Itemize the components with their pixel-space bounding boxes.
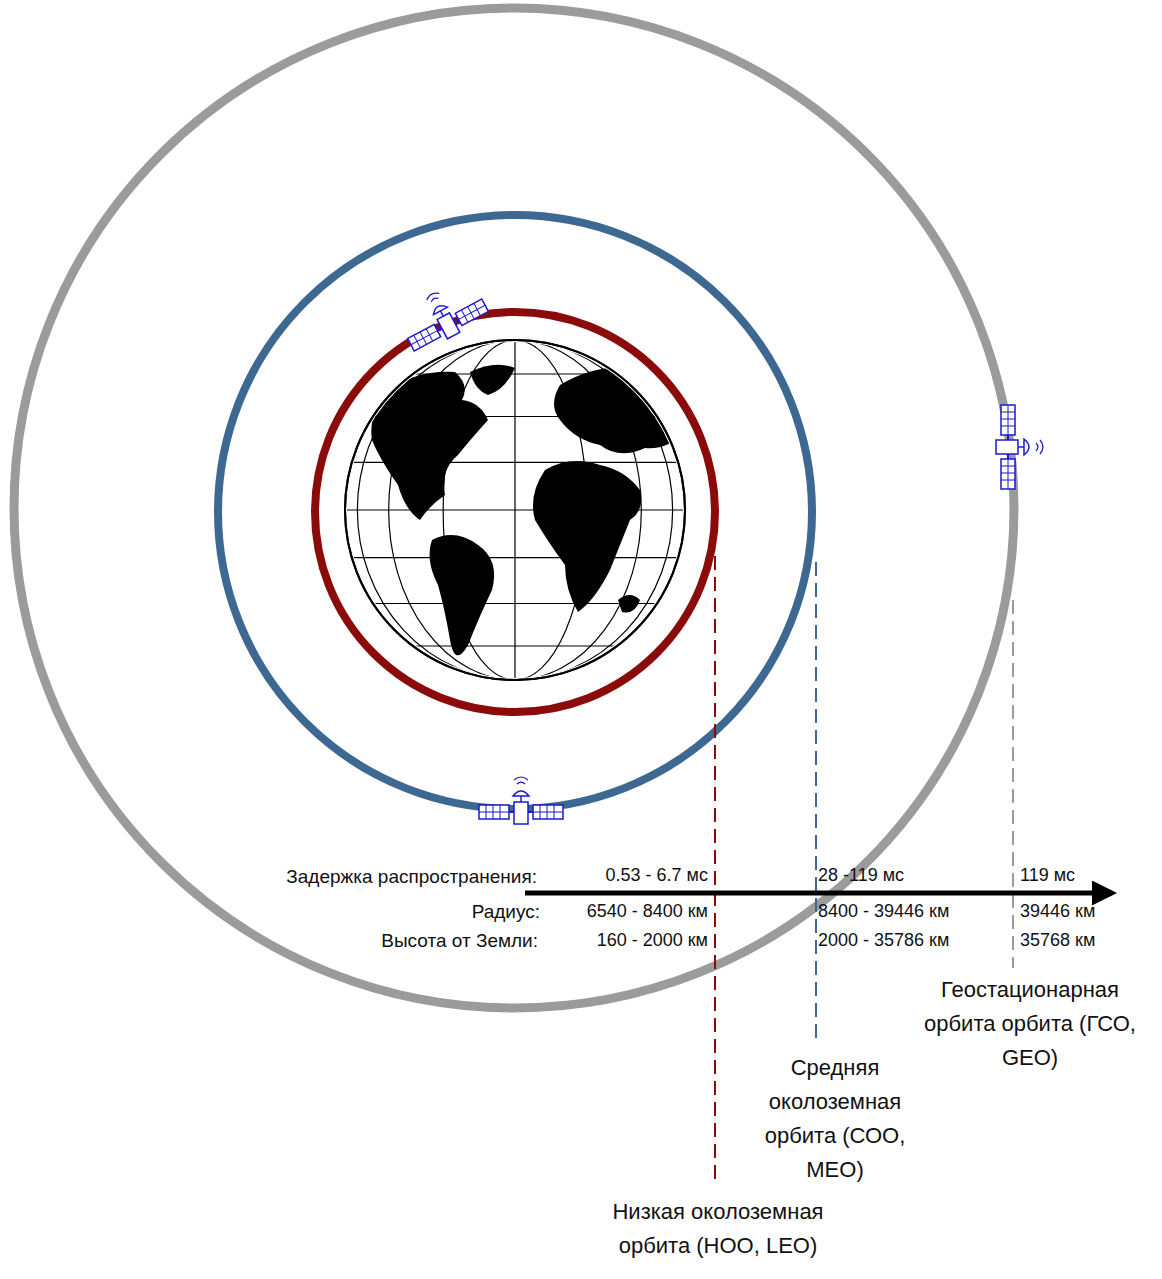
axis-caption: Радиус: — [472, 901, 540, 924]
satellite-icon — [996, 405, 1043, 489]
delay-value: 28 -119 мс — [818, 865, 904, 887]
leo-orbit — [315, 312, 715, 712]
leo-leader-line — [714, 556, 716, 1185]
satellite-icon — [479, 777, 563, 824]
radius-value: 8400 - 39446 км — [818, 901, 949, 923]
orbit-name: Средняя околоземная орбита (СОО, MEO) — [755, 1051, 915, 1187]
delay-value: 119 мс — [1020, 865, 1075, 887]
altitude-value: 35768 км — [1020, 930, 1095, 952]
axis-caption: Задержка распространения: — [286, 866, 537, 889]
geo-leader-line — [1012, 600, 1014, 968]
axis-arrow — [525, 891, 1112, 896]
radius-value: 6540 - 8400 км — [587, 901, 708, 923]
earth-globe — [345, 340, 685, 680]
satellite-icon — [394, 274, 490, 355]
meo-leader-line — [815, 562, 817, 1045]
radius-value: 39446 км — [1020, 901, 1095, 923]
meo-orbit — [218, 215, 812, 809]
delay-value: 0.53 - 6.7 мс — [606, 865, 708, 887]
altitude-value: 2000 - 35786 км — [818, 930, 949, 952]
geo-orbit — [14, 8, 1014, 1008]
orbit-name: Низкая околоземная орбита (НОО, LEO) — [593, 1195, 843, 1263]
axis-caption: Высота от Земли: — [381, 930, 538, 953]
orbit-name: Геостационарная орбита орбита (ГСО, GEO) — [910, 973, 1150, 1075]
altitude-value: 160 - 2000 км — [597, 930, 708, 952]
